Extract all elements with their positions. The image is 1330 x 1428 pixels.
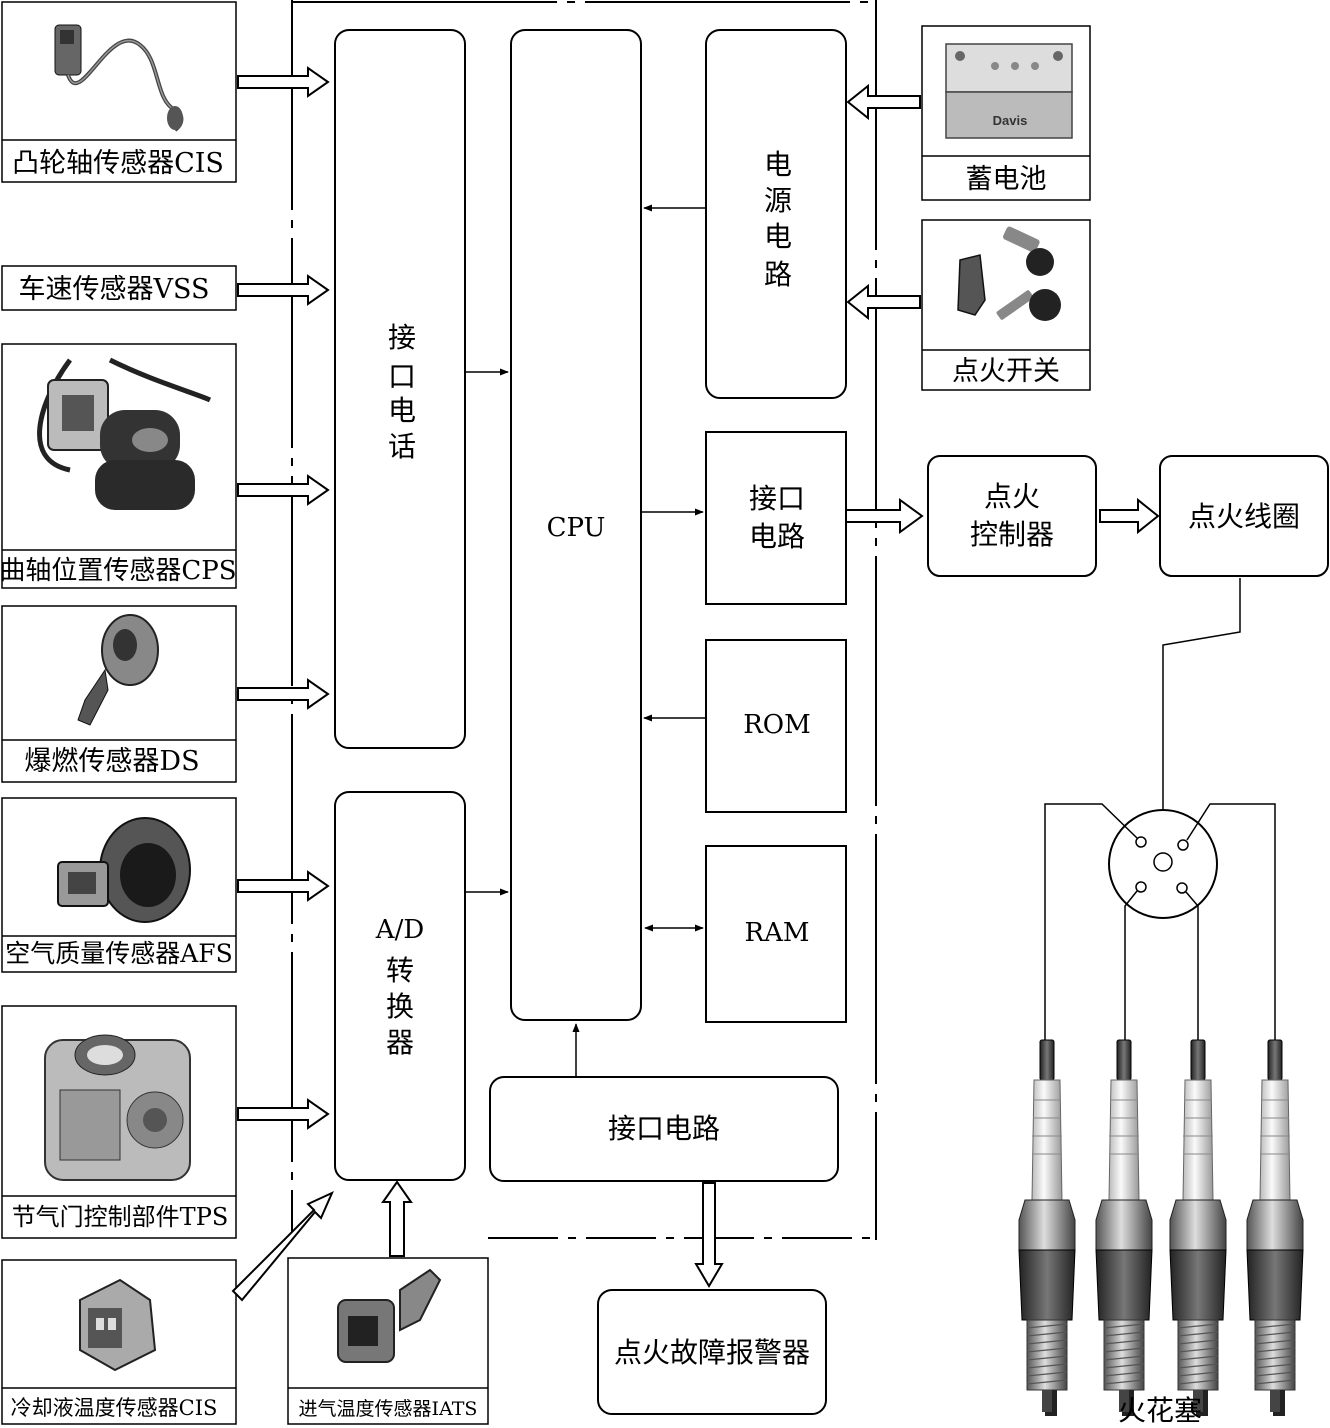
ignition-controller-line-2: 控制器: [970, 518, 1054, 551]
power-circuit-char-1: 电: [764, 148, 792, 181]
ignition-key-image: [957, 226, 1061, 321]
sensor-knock: 爆燃传感器DS: [1, 605, 237, 783]
arrow-to-controller: [845, 498, 924, 534]
battery-image: Davis: [945, 43, 1073, 139]
air-mass-sensor-image: [57, 817, 191, 923]
spark-plug-2: [1095, 1039, 1153, 1417]
spark-plug-4: [1246, 1039, 1304, 1417]
rom-label: ROM: [743, 710, 811, 740]
spark-plug-1: [1018, 1039, 1076, 1417]
interface-top-char-2: 口: [388, 360, 416, 393]
intake-temp-sensor-label: 进气温度传感器IATS: [299, 1398, 478, 1420]
camshaft-sensor-label: 凸轮轴传感器CIS: [12, 148, 224, 179]
fault-alarm-label: 点火故障报警器: [614, 1336, 810, 1369]
interface-top-char-1: 接: [388, 321, 416, 354]
interface-mid-line-1: 接口: [749, 482, 805, 515]
camshaft-sensor-image: [54, 24, 184, 132]
arrow-to-alarm: [694, 1182, 724, 1288]
cpu-label: CPU: [547, 513, 606, 543]
fault-alarm: 点火故障报警器: [597, 1289, 827, 1415]
ignition-coil-label: 点火线圈: [1188, 500, 1300, 533]
arrow-air-mass: [237, 870, 330, 902]
ecu-frame: [291, 0, 877, 1240]
ad-converter-char-3: 器: [386, 1026, 414, 1059]
interface-circuit-top: 接 口 电 话: [334, 29, 466, 749]
throttle-sensor-label: 节气门控制部件TPS: [12, 1203, 229, 1231]
arrow-coolant: [231, 1190, 334, 1302]
arrow-throttle: [237, 1098, 330, 1130]
ad-converter-char-2: 换: [386, 990, 414, 1023]
interface-circuit-middle: 接口 电路: [705, 431, 847, 605]
sensor-throttle: 节气门控制部件TPS: [1, 1005, 237, 1239]
intake-temp-sensor-image: [337, 1268, 442, 1363]
interface-top-char-4: 话: [388, 430, 416, 463]
arrow-intake-temp: [381, 1180, 413, 1257]
interface-top-char-3: 电: [388, 394, 416, 427]
ignition-controller-line-1: 点火: [984, 480, 1040, 513]
sensor-vehicle-speed: 车速传感器VSS: [1, 265, 237, 311]
interface-mid-line-2: 电路: [749, 520, 805, 553]
air-mass-sensor-label: 空气质量传感器AFS: [5, 939, 233, 968]
cpu-block: CPU: [510, 29, 642, 1021]
vehicle-speed-sensor-label: 车速传感器VSS: [18, 274, 209, 305]
spark-plugs: 火花塞: [1018, 1039, 1304, 1427]
sensor-camshaft: 凸轮轴传感器CIS: [1, 1, 237, 183]
battery-box: Davis 蓄电池: [921, 25, 1091, 201]
ignition-coil: 点火线圈: [1159, 455, 1329, 577]
sensor-intake-temp: 进气温度传感器IATS: [287, 1257, 489, 1425]
power-circuit-char-3: 电: [764, 220, 792, 253]
interface-bottom-label: 接口电路: [608, 1112, 720, 1145]
ram-block: RAM: [705, 845, 847, 1023]
interface-circuit-bottom: 接口电路: [489, 1076, 839, 1182]
power-circuit: 电 源 电 路: [705, 29, 847, 399]
rom-block: ROM: [705, 639, 847, 813]
battery-label: 蓄电池: [966, 164, 1047, 195]
sensor-arrows: [231, 66, 1160, 1302]
arrow-battery: [846, 83, 921, 121]
ad-converter-title: A/D: [375, 915, 424, 945]
spark-plugs-label: 火花塞: [1118, 1394, 1202, 1427]
ad-converter-char-1: 转: [386, 954, 414, 987]
crankshaft-sensor-label: 曲轴位置传感器CPS: [0, 556, 237, 586]
ram-label: RAM: [745, 918, 810, 948]
arrow-ignition-switch: [846, 283, 921, 321]
battery-brand: Davis: [993, 113, 1028, 128]
arrow-crankshaft: [237, 474, 330, 506]
ignition-switch-label: 点火开关: [952, 356, 1060, 387]
crankshaft-sensor-image: [37, 357, 212, 510]
spark-plug-3: [1169, 1039, 1227, 1417]
distributor-wiring: [1044, 578, 1276, 1040]
ignition-controller: 点火 控制器: [927, 455, 1097, 577]
arrow-to-coil: [1099, 497, 1160, 535]
throttle-body-image: [44, 1034, 191, 1181]
sensor-crankshaft: 曲轴位置传感器CPS: [0, 343, 237, 589]
ignition-switch-box: 点火开关: [921, 219, 1091, 391]
sensor-air-mass: 空气质量传感器AFS: [1, 797, 237, 973]
arrow-vehicle-speed: [237, 274, 330, 306]
arrow-camshaft: [237, 66, 330, 98]
knock-sensor-label: 爆燃传感器DS: [24, 746, 199, 777]
coolant-sensor-image: [79, 1278, 157, 1372]
knock-sensor-image: [77, 614, 159, 726]
arrow-knock: [237, 678, 330, 710]
ad-converter: A/D 转 换 器: [334, 791, 466, 1181]
internal-connectors: [466, 204, 705, 1076]
sensor-coolant-temp: 冷却液温度传感器CIS: [1, 1259, 237, 1425]
power-circuit-char-4: 路: [764, 258, 792, 291]
power-circuit-char-2: 源: [764, 184, 792, 217]
coolant-sensor-label: 冷却液温度传感器CIS: [11, 1396, 218, 1420]
